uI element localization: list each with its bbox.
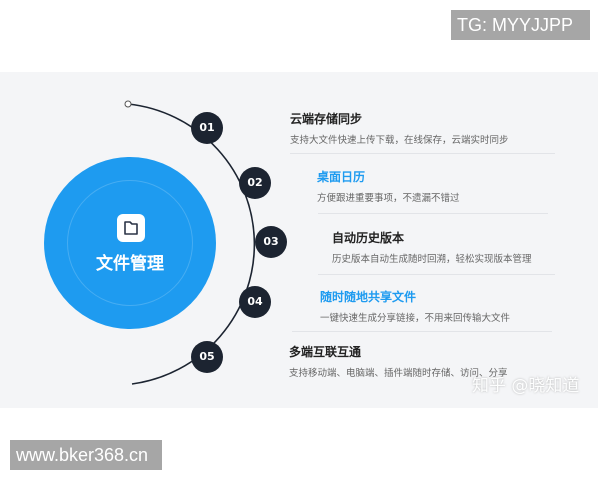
divider [292, 331, 552, 332]
item-multi-device: 多端互联互通 支持移动端、电脑端、插件端随时存储、访问、分享 [289, 343, 508, 379]
item-desktop-calendar: 桌面日历 方便跟进重要事项，不遗漏不错过 [317, 168, 460, 204]
node-03: 03 [255, 226, 287, 258]
item-title: 随时随地共享文件 [320, 290, 417, 304]
node-02: 02 [239, 167, 271, 199]
item-title: 桌面日历 [317, 170, 366, 184]
item-desc: 支持移动端、电脑端、插件端随时存储、访问、分享 [289, 368, 508, 379]
item-title: 多端互联互通 [289, 345, 362, 359]
folder-icon [117, 214, 145, 242]
tg-watermark: TG: MYYJJPP [451, 10, 590, 40]
item-title: 自动历史版本 [332, 231, 405, 245]
item-share-files: 随时随地共享文件 一键快速生成分享链接，不用来回传输大文件 [320, 288, 510, 324]
divider [318, 274, 555, 275]
node-05: 05 [191, 341, 223, 373]
item-history-version: 自动历史版本 历史版本自动生成随时回溯，轻松实现版本管理 [332, 229, 532, 265]
item-desc: 方便跟进重要事项，不遗漏不错过 [317, 193, 460, 204]
node-04: 04 [239, 286, 271, 318]
item-cloud-sync: 云端存储同步 支持大文件快速上传下载，在线保存，云端实时同步 [290, 110, 509, 146]
center-title: 文件管理 [96, 254, 164, 274]
item-desc: 支持大文件快速上传下载，在线保存，云端实时同步 [290, 135, 509, 146]
center-circle: 文件管理 [44, 157, 216, 329]
divider [318, 213, 548, 214]
divider [290, 153, 555, 154]
zhihu-watermark: 知乎 @晓知道 [472, 376, 580, 396]
node-01: 01 [191, 112, 223, 144]
item-desc: 一键快速生成分享链接，不用来回传输大文件 [320, 313, 511, 324]
item-desc: 历史版本自动生成随时回溯，轻松实现版本管理 [332, 254, 532, 265]
arc-start-dot [124, 100, 132, 108]
site-watermark: www.bker368.cn [10, 440, 162, 470]
item-title: 云端存储同步 [290, 112, 363, 126]
